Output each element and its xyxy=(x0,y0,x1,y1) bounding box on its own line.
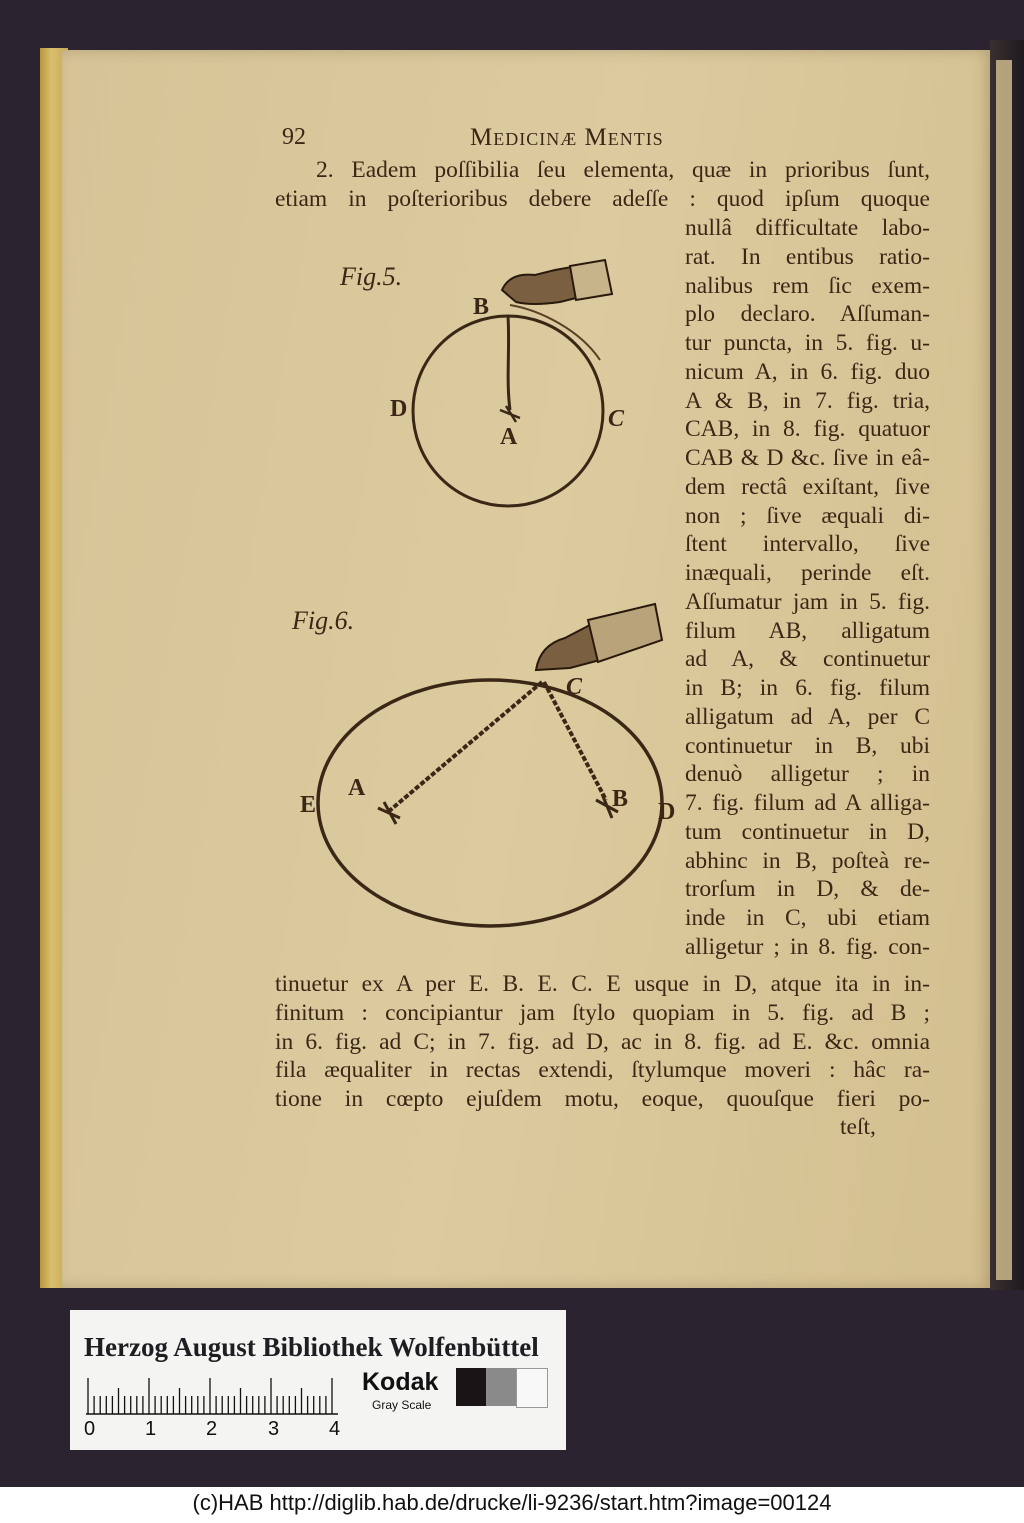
text-line: inde in C, ubi etiam xyxy=(685,905,930,932)
label-d: D xyxy=(390,396,408,422)
knot-icon xyxy=(499,405,521,423)
gray-patch-white xyxy=(516,1368,548,1408)
figure-6 xyxy=(316,602,664,928)
card-title: Herzog August Bibliothek Wolfenbüttel xyxy=(84,1332,539,1362)
text-line: etiam in poſterioribus debere adeſſe : q… xyxy=(275,186,930,212)
knot-b-icon xyxy=(595,793,619,819)
text-line: nicum A, in 6. fig. duo xyxy=(685,358,930,385)
book-page xyxy=(62,50,992,1288)
text-line: rat. In entibus ratio- xyxy=(685,243,930,270)
text-line: dem rectâ exiſtant, ſive xyxy=(685,473,930,500)
gray-patch-black xyxy=(456,1368,486,1406)
text-line: alligetur ; in 8. fig. con- xyxy=(685,934,930,960)
text-line: alligatum ad A, per C xyxy=(685,703,930,730)
text-line: Aſſumatur jam in 5. fig. xyxy=(685,588,930,615)
gray-scale-label: Gray Scale xyxy=(372,1398,432,1412)
label-c: C xyxy=(608,406,625,432)
ruler-number: 3 xyxy=(268,1418,280,1440)
text-line: nalibus rem ſic exem- xyxy=(685,272,930,299)
figure-5-caption: Fig.5. xyxy=(340,262,403,291)
text-line: in B; in 6. fig. filum xyxy=(685,675,930,702)
thread-cb xyxy=(542,681,608,801)
text-line: CAB & D &c. ſive in eâ- xyxy=(685,445,930,472)
ruler-number: 0 xyxy=(84,1418,96,1440)
facing-page-edge xyxy=(996,60,1012,1280)
text-line: ad A, & continuetur xyxy=(685,646,930,673)
text-line: in 6. fig. ad C; in 7. fig. ad D, ac in … xyxy=(275,1028,930,1055)
figure-5 xyxy=(411,258,614,508)
text-line: tur puncta, in 5. fig. u- xyxy=(685,330,930,357)
text-line: non ; ſive æquali di- xyxy=(685,502,930,529)
kodak-logo: Kodak xyxy=(362,1368,439,1396)
text-line: abhinc in B, poſteà re- xyxy=(685,847,930,874)
text-line: A & B, in 7. fig. tria, xyxy=(685,387,930,414)
text-line: denuò alligetur ; in xyxy=(685,761,930,788)
ruler-number: 1 xyxy=(145,1418,157,1440)
text-line: 2. Eadem poſſibilia ſeu elementa, quæ in… xyxy=(316,157,930,183)
label-e: E xyxy=(300,792,317,818)
text-line: CAB, in 8. fig. quatuor xyxy=(685,416,930,443)
thread-ac xyxy=(386,680,544,814)
text-line: filum AB, alligatum xyxy=(685,617,930,644)
footer-bar xyxy=(0,1487,1024,1523)
label-a: A xyxy=(500,424,518,450)
hand-icon xyxy=(500,258,614,305)
text-line: tum continuetur in D, xyxy=(685,818,930,845)
ellipse xyxy=(316,678,664,928)
gray-patch-mid xyxy=(486,1368,516,1406)
thread xyxy=(506,315,512,411)
text-line: 7. fig. filum ad A alliga- xyxy=(685,790,930,817)
text-line: nullâ difficultate labo- xyxy=(685,215,930,241)
loose-thread xyxy=(509,304,601,361)
label-a: A xyxy=(348,775,366,801)
figure-6-caption: Fig.6. xyxy=(292,606,355,635)
ruler-number: 2 xyxy=(206,1418,218,1440)
knot-a-icon xyxy=(377,801,401,825)
page-number: 92 xyxy=(282,124,306,150)
copyright-url: (c)HAB http://diglib.hab.de/drucke/li-92… xyxy=(192,1490,832,1515)
catchword: teſt, xyxy=(840,1114,876,1140)
text-line: plo declaro. Aſſuman- xyxy=(685,301,930,328)
text-line: trorſum in D, & de- xyxy=(685,876,930,903)
text-line: finitum : concipiantur jam ſtylo quopiam… xyxy=(275,999,930,1026)
ruler xyxy=(86,1378,338,1415)
running-head: Medicinæ Mentis xyxy=(470,124,664,151)
text-line: tinuetur ex A per E. B. E. C. E usque in… xyxy=(275,971,930,997)
label-c: C xyxy=(566,674,583,700)
hand-icon xyxy=(534,602,664,672)
text-line: tione in cœpto ejuſdem motu, eoque, quou… xyxy=(275,1086,930,1113)
label-b: B xyxy=(612,786,629,812)
ruler-number: 4 xyxy=(329,1418,341,1440)
text-line: continuetur in B, ubi xyxy=(685,732,930,759)
text-line: ſtent intervallo, ſive xyxy=(685,531,930,558)
text-line: inæquali, perinde eſt. xyxy=(685,560,930,587)
text-line: fila æqualiter in rectas extendi, ſtylum… xyxy=(275,1057,930,1084)
label-d: D xyxy=(658,799,676,825)
label-b: B xyxy=(473,294,490,320)
